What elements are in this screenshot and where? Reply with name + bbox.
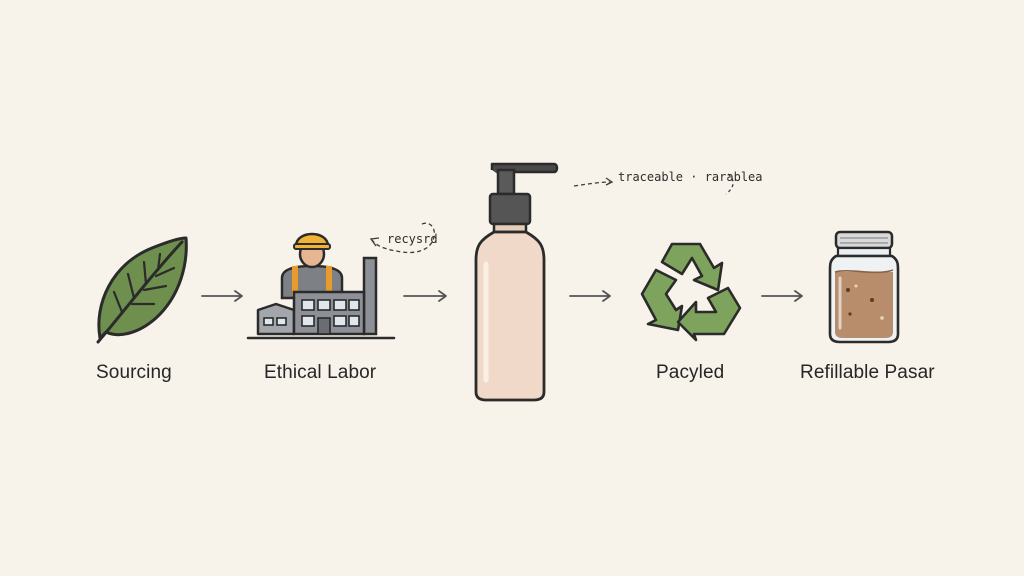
flow-arrow-1 [201,290,243,302]
flow-arrow-3 [569,290,611,302]
annotation-traceable: traceable · rarablea [618,170,763,184]
annotation-squiggle-2 [573,173,734,195]
leaf-icon [96,236,188,344]
annotation-recycled: recysrd [387,232,438,246]
step-label-recycled: Pacyled [656,362,725,383]
flow-arrow-4 [761,290,803,302]
step-label-ethical-labor: Ethical Labor [264,362,377,383]
flow-arrow-2 [403,290,447,302]
step-label-sourcing: Sourcing [96,362,172,383]
step-label-refillable: Refillable Pasar [800,362,935,383]
recycle-icon [640,242,742,342]
annotation-squiggle-1 [369,222,436,254]
jar-icon [828,230,900,344]
pump-bottle-icon [474,162,559,402]
worker-factory-icon [246,232,396,340]
